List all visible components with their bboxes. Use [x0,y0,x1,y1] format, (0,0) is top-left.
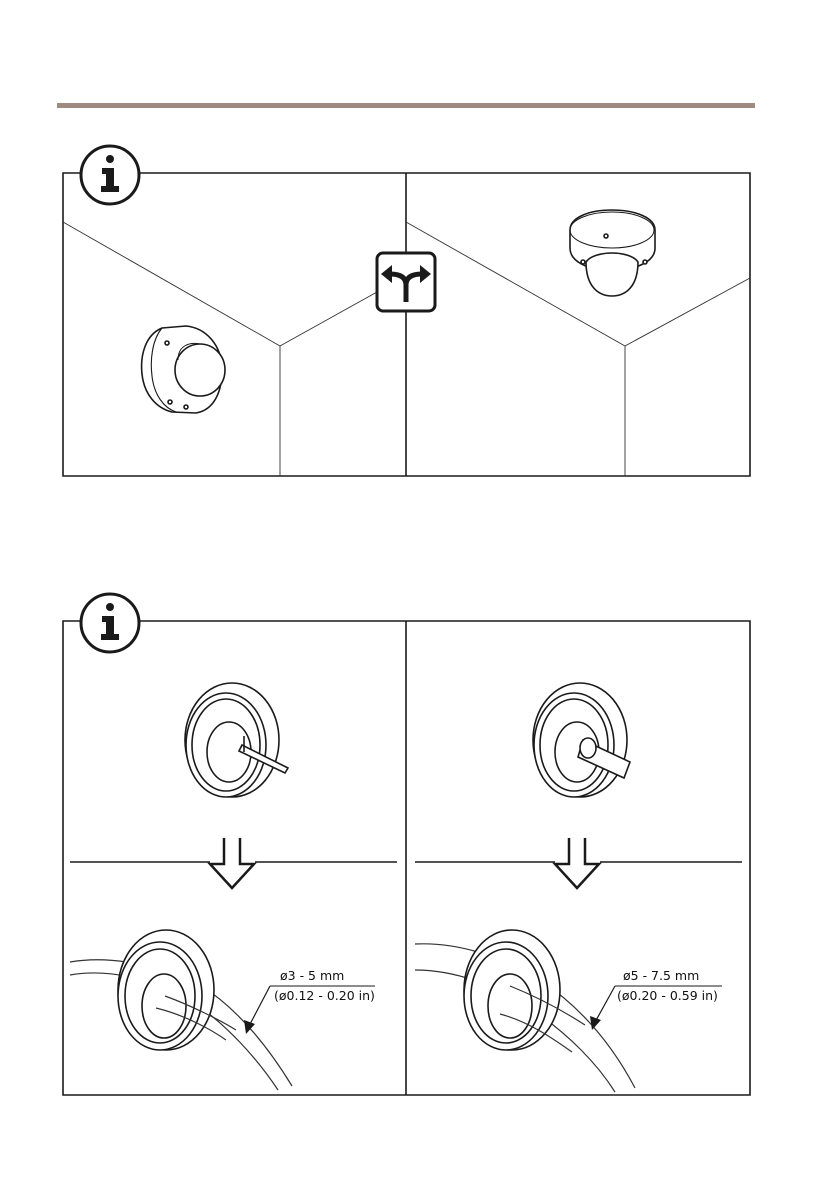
mounting-figure [0,140,839,485]
gasket-thin-pin [185,683,288,797]
gasket-with-thick-cable [415,930,722,1092]
right-size-in-label: (ø0.20 - 0.59 in) [617,988,718,1004]
left-size-mm-label: ø3 - 5 mm [280,968,344,984]
header-rule [57,103,755,108]
info-circle-icon [81,146,139,204]
left-room-corner [63,222,377,476]
ceiling-mount-camera [570,210,655,296]
down-arrow-icon [210,838,254,888]
wall-mount-camera [142,326,225,413]
fork-arrow-choice-icon [377,253,435,311]
down-arrow-icon [555,838,599,888]
gasket-figure [0,590,839,1100]
info-circle-icon [81,594,139,652]
gasket-with-thin-cable [70,930,375,1090]
right-size-mm-label: ø5 - 7.5 mm [623,968,699,984]
gasket-thick-pin [533,683,630,797]
left-size-in-label: (ø0.12 - 0.20 in) [274,988,375,1004]
